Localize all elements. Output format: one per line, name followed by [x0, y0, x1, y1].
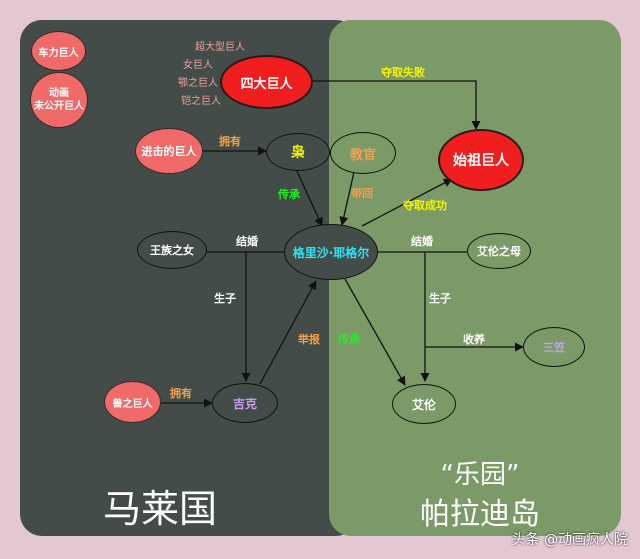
- region-label-malay: 马莱国: [102, 487, 217, 531]
- node-grisha: 格里沙·耶格尔: [284, 224, 378, 280]
- node-zhijuren-label: 兽之巨人: [112, 398, 153, 410]
- node-shizu-label: 始祖巨人: [453, 153, 509, 169]
- sida-member-2: 女巨人: [183, 60, 213, 71]
- node-sida: 四大巨人: [220, 55, 313, 109]
- node-jiaoguan: 教官: [330, 132, 396, 174]
- node-wangzu-label: 王族之女: [150, 244, 194, 257]
- node-anime-line2: 未公开巨人: [34, 101, 84, 112]
- edge-label-shengzi-right: 生子: [429, 292, 451, 305]
- watermark: 头条 @动画疯人院: [511, 532, 628, 548]
- edge-label-yongyou-2: 拥有: [170, 387, 192, 400]
- edge-label-duoqu-shibai: 夺取失败: [381, 66, 425, 79]
- node-zeke: 吉克: [212, 383, 278, 423]
- node-chelijuren: 车力巨人: [31, 31, 86, 71]
- node-chelijuren-label: 车力巨人: [38, 47, 79, 59]
- node-sida-label: 四大巨人: [240, 76, 293, 92]
- edge-label-chuancheng-2: 传承: [338, 333, 360, 346]
- edge-label-shengzi-left: 生子: [214, 292, 236, 305]
- region-label-paradise: “乐园”: [440, 460, 520, 490]
- node-anime-unreleased: 动画 未公开巨人: [30, 72, 88, 128]
- node-xiao-label: 枭: [291, 145, 305, 161]
- sida-member-1: 超大型巨人: [195, 42, 245, 53]
- edge-label-jubao: 举报: [298, 333, 320, 346]
- edge-label-duoqu-chenggong: 夺取成功: [403, 199, 447, 212]
- node-grisha-label: 格里沙·耶格尔: [292, 245, 370, 260]
- edge-label-shouyang: 收养: [463, 333, 485, 346]
- node-mother: 艾伦之母: [467, 233, 531, 269]
- node-mother-label: 艾伦之母: [477, 245, 521, 258]
- paradis-region: [329, 20, 621, 536]
- node-jingong-label: 进击的巨人: [141, 145, 197, 158]
- edge-label-jiehun-left: 结婚: [236, 235, 258, 248]
- node-jiaoguan-label: 教官: [349, 147, 376, 163]
- node-zeke-label: 吉克: [232, 396, 257, 411]
- node-xiao: 枭: [266, 133, 330, 171]
- edge-label-yongyou-1: 拥有: [219, 135, 241, 148]
- sida-member-3: 鄂之巨人: [178, 78, 218, 89]
- node-mikasa: 三笠: [523, 327, 585, 367]
- region-label-paradis-island: 帕拉迪岛: [420, 497, 540, 532]
- node-eren: 艾伦: [392, 384, 456, 424]
- node-zhijuren: 兽之巨人: [104, 381, 161, 423]
- edge-label-jiehun-right: 结婚: [411, 235, 433, 248]
- node-jingong: 进击的巨人: [135, 128, 203, 174]
- sida-member-4: 铠之巨人: [181, 96, 221, 107]
- node-mikasa-label: 三笠: [543, 341, 565, 354]
- edge-label-daihui: 带回: [351, 187, 373, 200]
- node-wangzu: 王族之女: [137, 231, 207, 269]
- node-anime-line1: 动画: [49, 88, 69, 99]
- edge-label-chuancheng-1: 传承: [278, 188, 300, 201]
- node-shizu: 始祖巨人: [438, 129, 524, 191]
- node-eren-label: 艾伦: [411, 397, 436, 412]
